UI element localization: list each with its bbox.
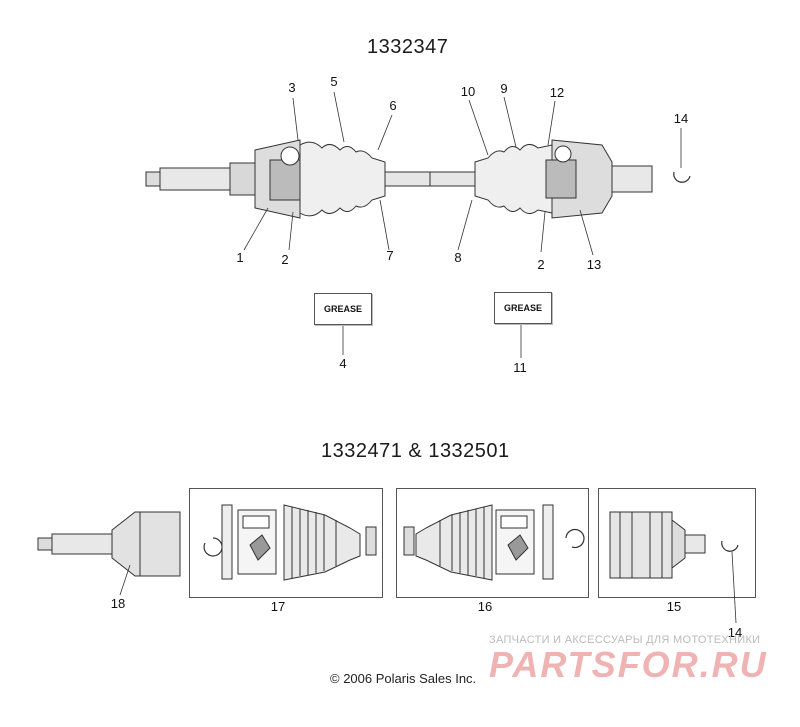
callout-5: 5 xyxy=(330,74,338,89)
bottom-part-numbers: 1332471 & 1332501 xyxy=(321,440,510,462)
callout-14-top: 14 xyxy=(673,111,689,126)
callout-3: 3 xyxy=(288,80,296,95)
callout-11: 11 xyxy=(513,360,527,375)
callout-13: 13 xyxy=(586,257,602,272)
outer-joint-18 xyxy=(111,511,181,577)
callout-4: 4 xyxy=(339,356,347,371)
callout-15: 15 xyxy=(666,599,682,614)
top-part-number: 1332347 xyxy=(367,36,449,58)
outer-boot xyxy=(299,141,386,217)
callout-16: 16 xyxy=(477,599,493,614)
callout-9: 9 xyxy=(500,81,508,96)
callout-10: 10 xyxy=(460,84,476,99)
watermark-tagline: ЗАПЧАСТИ И АКСЕССУАРЫ ДЛЯ МОТОТЕХНИКИ xyxy=(489,634,761,646)
callout-18: 18 xyxy=(110,596,126,611)
circlip xyxy=(673,171,691,183)
callout-17: 17 xyxy=(270,599,286,614)
grease-label-11: GREASE xyxy=(494,292,552,324)
callout-14-bottom: 14 xyxy=(727,625,743,640)
watermark-brand: PARTSFOR.RU xyxy=(489,644,768,685)
callout-8: 8 xyxy=(454,250,462,265)
callout-7: 7 xyxy=(386,248,394,263)
copyright-notice: © 2006 Polaris Sales Inc. xyxy=(330,671,477,686)
callout-6: 6 xyxy=(389,98,397,113)
callout-2b: 2 xyxy=(537,257,545,272)
callout-2a: 2 xyxy=(281,252,289,267)
callout-12: 12 xyxy=(549,85,565,100)
grease-label-4: GREASE xyxy=(314,293,372,325)
callout-1: 1 xyxy=(236,250,244,265)
